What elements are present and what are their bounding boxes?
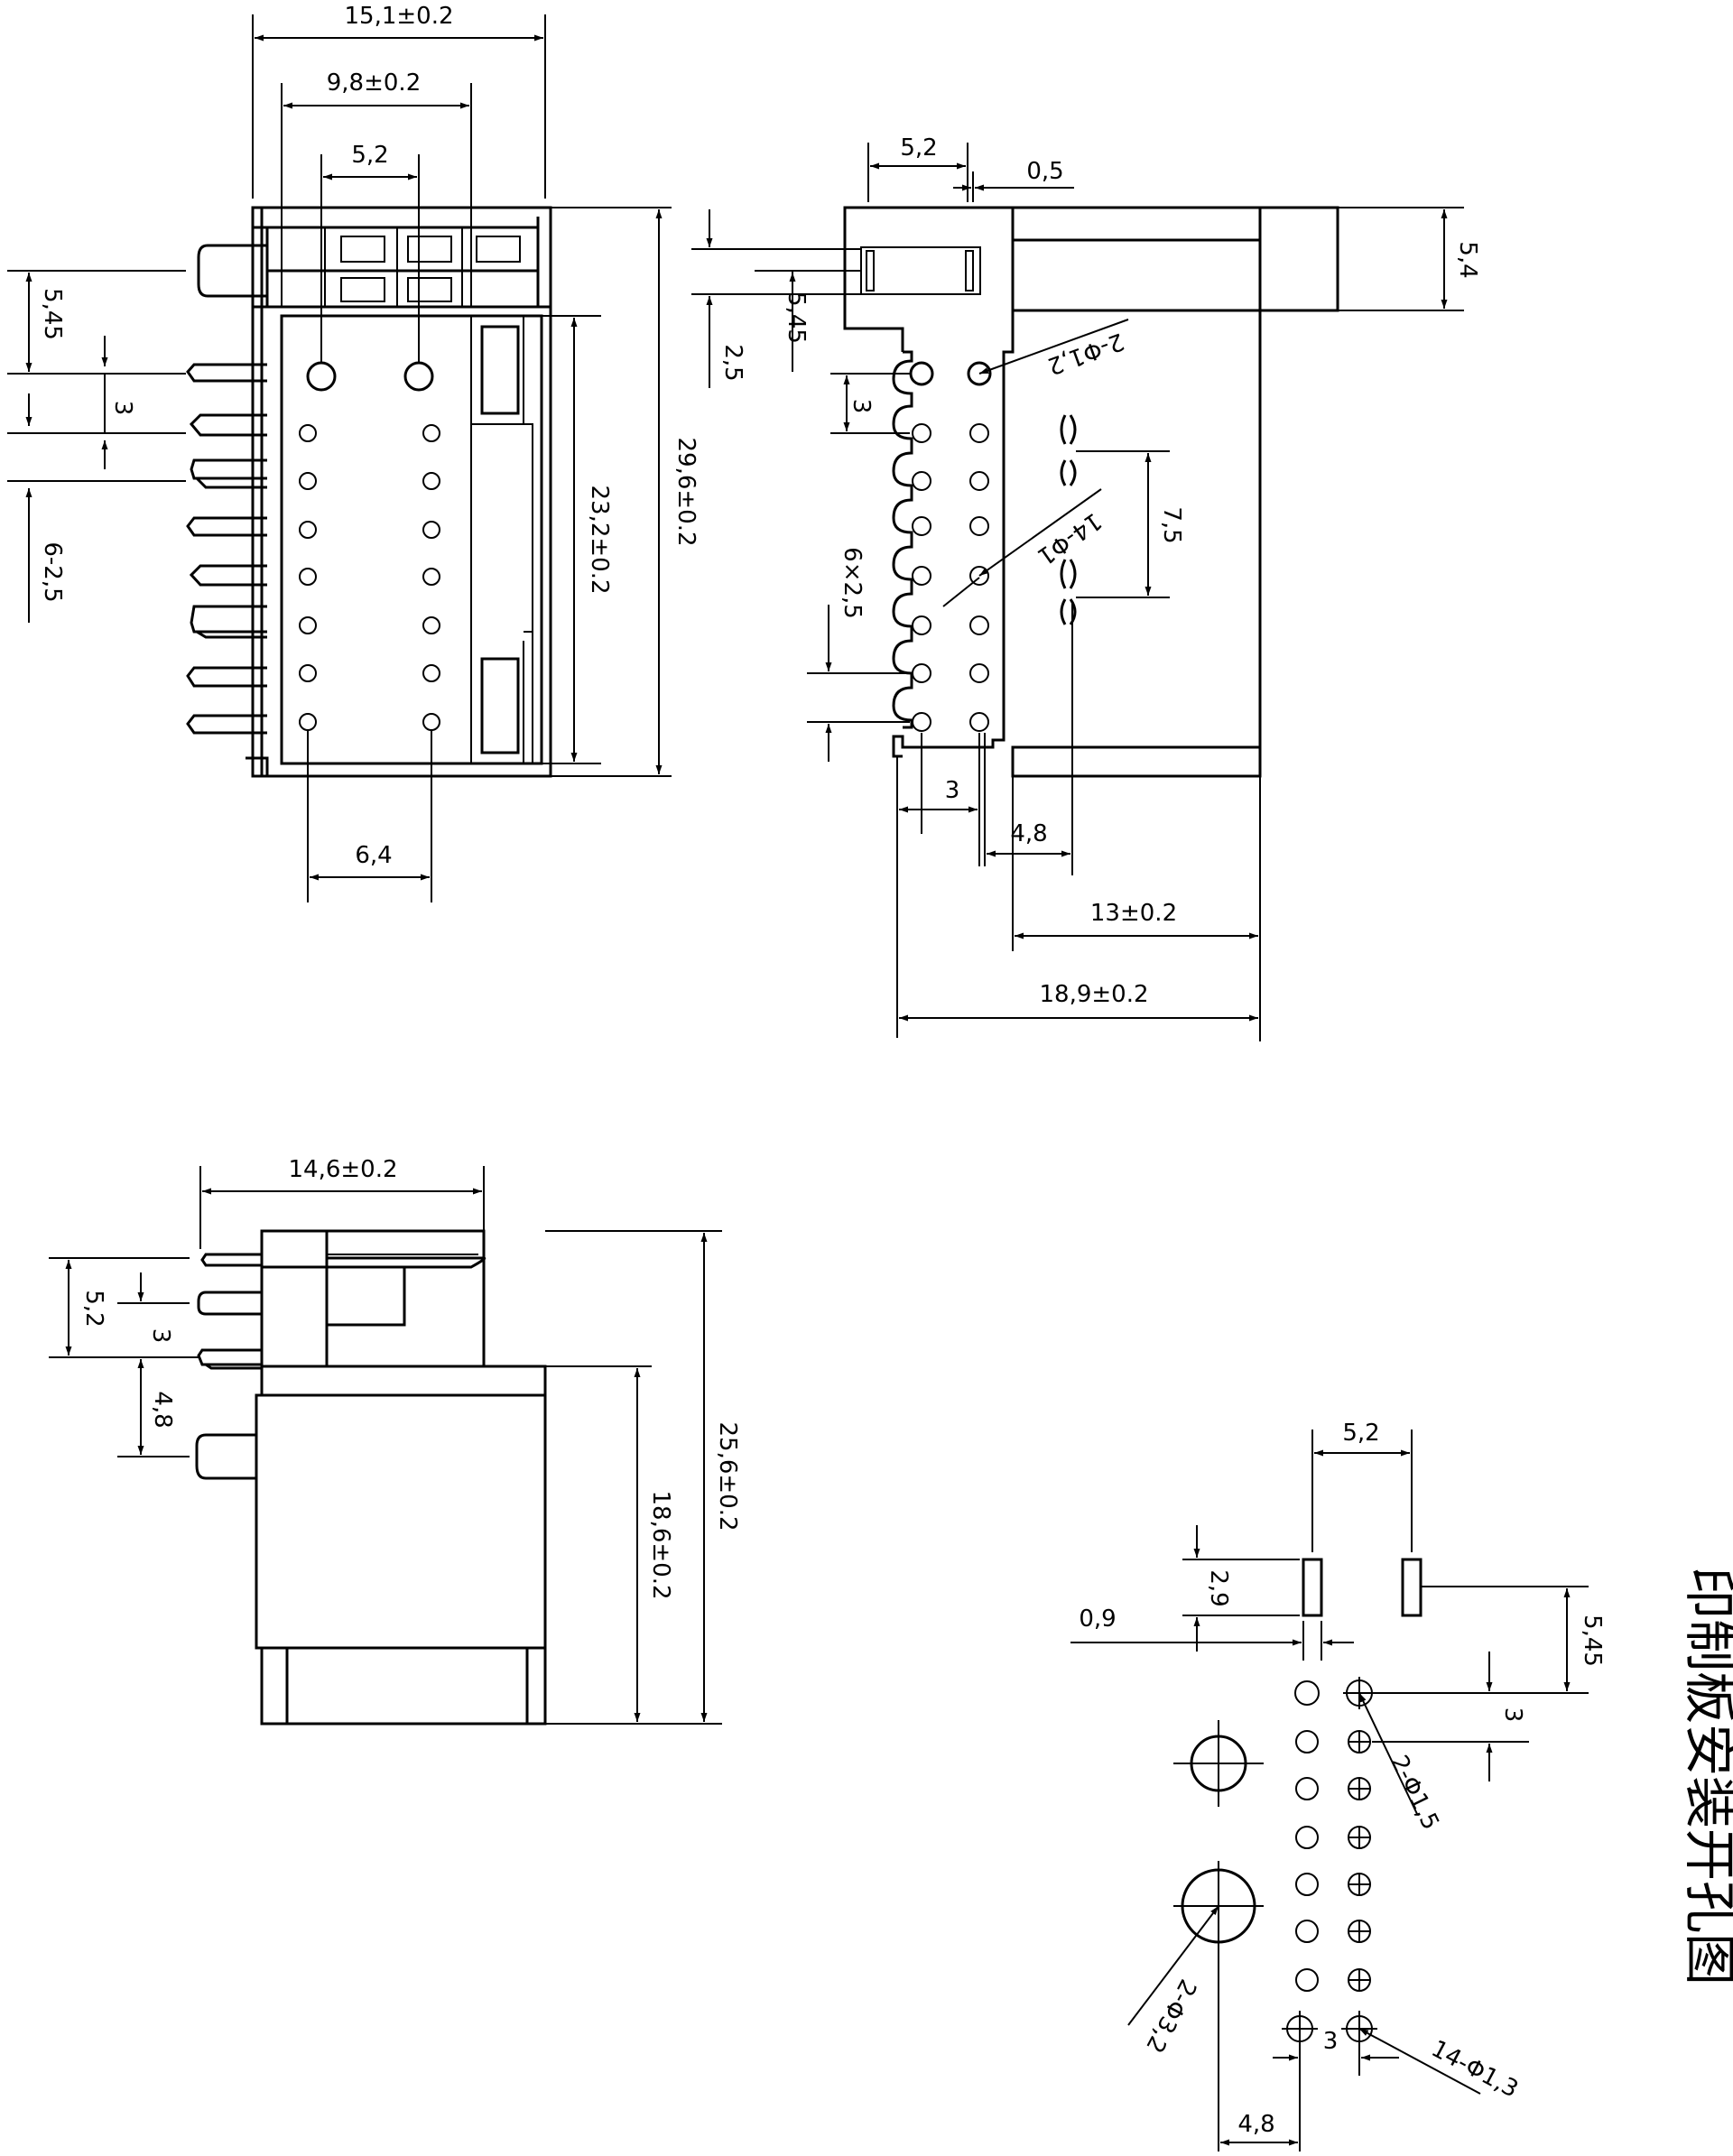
dim-pitch: 3 bbox=[848, 399, 875, 414]
dim-holes-15: 2-Φ1,5 bbox=[1385, 1751, 1443, 1834]
top-right-side-view: 5,2 0,5 5,4 5,45 2,5 3 2-Φ1,2 14-Φ1 7,5 … bbox=[691, 134, 1481, 1041]
dim-width-48: 4,8 bbox=[1010, 820, 1047, 847]
dim-width-top: 5,2 bbox=[900, 134, 937, 162]
dim-width-3: 3 bbox=[945, 777, 960, 804]
dim-height-total: 25,6±0.2 bbox=[714, 1421, 741, 1531]
dim-pitch: 3 bbox=[109, 401, 136, 416]
dim-width-09: 0,9 bbox=[1079, 1605, 1116, 1633]
dim-height-3: 3 bbox=[147, 1328, 174, 1344]
dim-rows: 6-2,5 bbox=[39, 541, 66, 602]
dim-height-body: 23,2±0.2 bbox=[586, 485, 613, 594]
dim-height-pin: 5,45 bbox=[39, 288, 66, 340]
dim-holes-13: 14-Φ1,3 bbox=[1427, 2035, 1523, 2103]
dim-height-545: 5,45 bbox=[1579, 1615, 1606, 1667]
dim-height-29: 2,9 bbox=[1205, 1569, 1232, 1606]
dim-height-48: 4,8 bbox=[149, 1391, 176, 1428]
dim-width-bottom: 6,4 bbox=[355, 842, 392, 869]
dim-height-offset: 2,5 bbox=[719, 344, 746, 381]
pcb-title: 印制板安装开孔图 bbox=[1679, 1567, 1733, 1985]
dim-width-3: 3 bbox=[1323, 2028, 1339, 2055]
bottom-left-top-view: 14,6±0.2 5,2 3 4,8 25,6±0.2 18,6±0.2 bbox=[49, 1156, 741, 1726]
dim-height-total: 29,6±0.2 bbox=[672, 437, 700, 546]
dim-width-pin: 5,2 bbox=[351, 142, 388, 169]
dim-rows: 6×2,5 bbox=[839, 547, 866, 619]
dim-width-total: 15,1±0.2 bbox=[344, 3, 453, 30]
dim-holes-small: 14-Φ1 bbox=[1032, 506, 1106, 569]
dim-width-13: 13±0.2 bbox=[1090, 900, 1177, 927]
dim-height-body: 18,6±0.2 bbox=[647, 1490, 674, 1599]
dim-height-52: 5,2 bbox=[80, 1290, 107, 1327]
dim-width-52: 5,2 bbox=[1342, 1420, 1379, 1447]
dim-height-flange: 5,4 bbox=[1454, 241, 1481, 278]
dim-width-48: 4,8 bbox=[1237, 2111, 1274, 2138]
dim-height-3: 3 bbox=[1499, 1707, 1526, 1723]
dim-gap: 0,5 bbox=[1026, 158, 1063, 185]
dim-peg-spacing: 7,5 bbox=[1158, 506, 1185, 543]
dim-holes-32: 2-Φ3,2 bbox=[1140, 1975, 1201, 2058]
dim-width-mid: 9,8±0.2 bbox=[327, 69, 421, 97]
top-left-front-view: 15,1±0.2 9,8±0.2 5,2 5,45 3 6-2,5 29,6±0… bbox=[7, 3, 700, 902]
dim-height-pin: 5,45 bbox=[783, 291, 810, 344]
pcb-hole-pattern: 5,2 2,9 0,9 5,45 3 2-Φ1,5 2-Φ3,2 14-Φ1,3… bbox=[1070, 1420, 1733, 2151]
dim-width-total: 18,9±0.2 bbox=[1039, 981, 1148, 1008]
dim-width-top: 14,6±0.2 bbox=[288, 1156, 397, 1183]
